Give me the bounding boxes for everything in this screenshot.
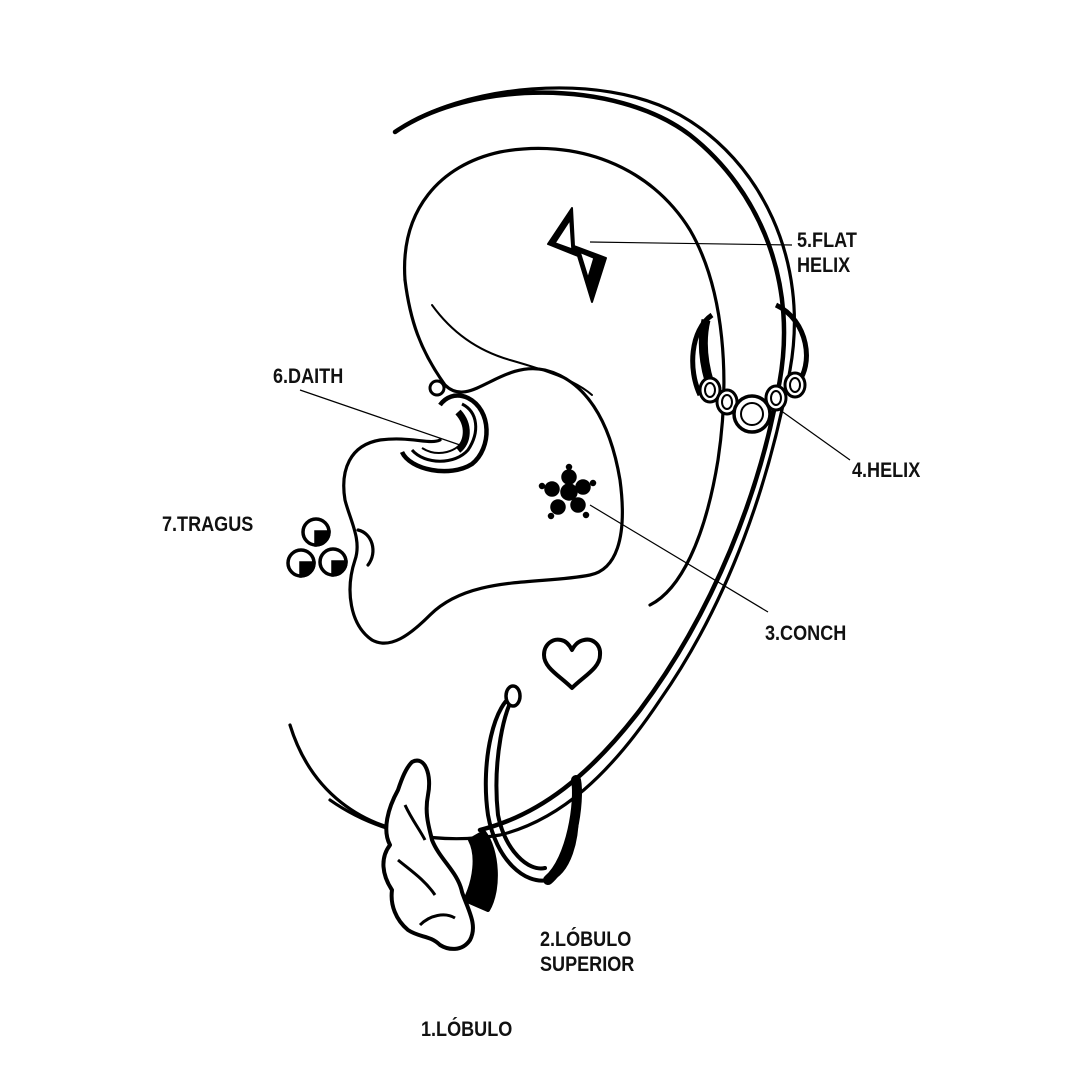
label-tragus: 7.TRAGUS — [162, 512, 253, 537]
label-helix: 4.HELIX — [852, 458, 920, 483]
twisted-hoop-icon — [381, 758, 498, 951]
lightning-bolt-stud-icon — [547, 207, 607, 303]
heart-stud-icon — [542, 637, 603, 690]
label-lobulo-superior-line1: 2.LÓBULO — [540, 928, 632, 951]
label-flat-helix-line2: HELIX — [797, 254, 851, 277]
plain-hoop-icon — [483, 684, 582, 885]
flower-cluster-stud-icon — [538, 463, 597, 520]
label-lobulo-text: 1.LÓBULO — [421, 1018, 513, 1041]
leader-daith — [299, 389, 461, 446]
label-conch: 3.CONCH — [765, 621, 846, 646]
leader-lines — [299, 241, 851, 613]
tragus-bump — [356, 528, 375, 567]
leader-flat-helix — [589, 241, 793, 246]
trinity-ball-stud-icon — [286, 517, 348, 578]
label-lobulo: 1.LÓBULO — [421, 1017, 512, 1042]
label-flat-helix: 5.FLAT HELIX — [797, 228, 857, 278]
helix-ridge — [403, 146, 726, 607]
leader-helix — [779, 409, 851, 461]
label-helix-text: 4.HELIX — [852, 459, 921, 482]
label-lobulo-superior: 2.LÓBULO SUPERIOR — [540, 927, 634, 977]
label-lobulo-superior-line2: SUPERIOR — [540, 953, 635, 976]
daith-ring-icon — [399, 379, 489, 474]
concha-outline — [342, 278, 624, 645]
outer-ear-rim-thick — [392, 90, 787, 833]
label-flat-helix-line1: 5.FLAT — [797, 229, 857, 252]
label-daith: 6.DAITH — [273, 364, 343, 389]
leader-conch — [589, 504, 769, 613]
outer-ear-outline — [328, 86, 796, 841]
label-conch-text: 3.CONCH — [765, 622, 847, 645]
label-daith-text: 6.DAITH — [273, 365, 344, 388]
segment-ring-with-gems-icon — [690, 302, 809, 434]
label-tragus-text: 7.TRAGUS — [162, 513, 254, 536]
